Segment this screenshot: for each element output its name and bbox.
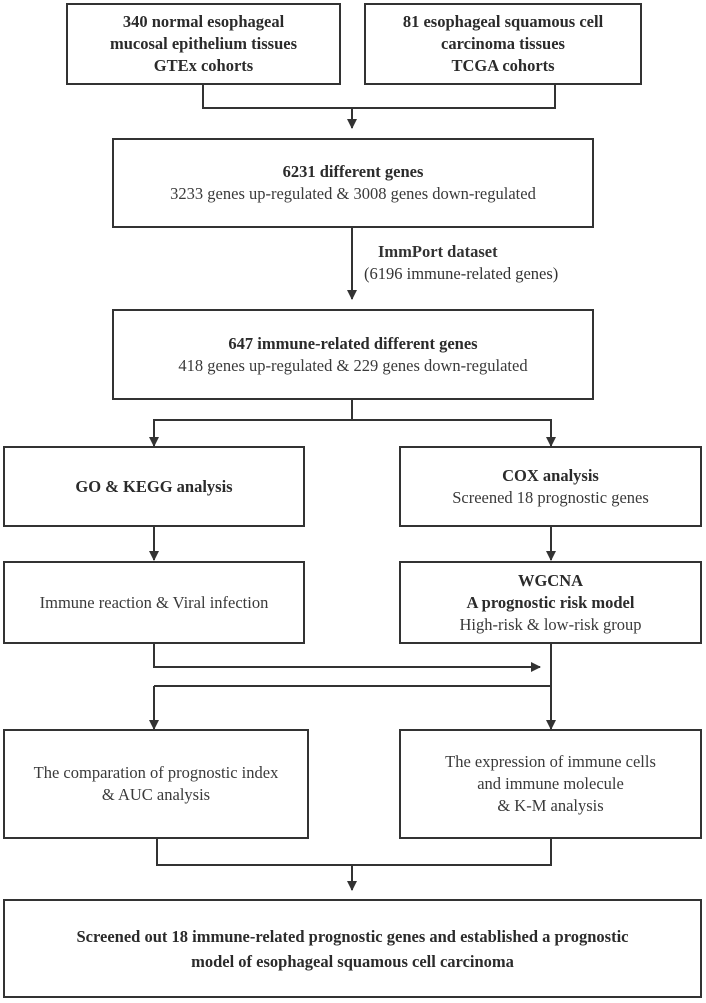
cox-analysis-box: COX analysis Screened 18 prognostic gene… (399, 446, 702, 527)
connector-immune-reaction-to-trunk (153, 644, 541, 672)
different-genes-box: 6231 different genes 3233 genes up-regul… (112, 138, 594, 228)
wgcna-detail: High-risk & low-risk group (459, 614, 642, 634)
connector-final-merge (156, 839, 552, 866)
immune-cells-line3: & K-M analysis (497, 796, 604, 815)
wgcna-box: WGCNA A prognostic risk model High-risk … (399, 561, 702, 644)
cox-title: COX analysis (502, 465, 599, 485)
immune-reaction-box: Immune reaction & Viral infection (3, 561, 305, 644)
wgcna-title2: A prognostic risk model (466, 592, 635, 612)
prognostic-index-line2: & AUC analysis (101, 785, 211, 804)
conclusion-line1: Screened out 18 immune-related prognosti… (76, 926, 629, 946)
gtex-line2: mucosal epithelium tissues (109, 34, 297, 53)
conclusion-line2: model of esophageal squamous cell carcin… (191, 951, 514, 971)
gtex-line3: GTEx cohorts (153, 56, 254, 75)
gtex-line1: 340 normal esophageal (122, 12, 285, 31)
immport-edge-label: ImmPort dataset (6196 immune-related gen… (364, 241, 558, 285)
conclusion-box: Screened out 18 immune-related prognosti… (3, 899, 702, 998)
different-genes-title: 6231 different genes (282, 162, 424, 181)
connector-gtex-merge (202, 85, 556, 109)
prognostic-index-box: The comparation of prognostic index & AU… (3, 729, 309, 839)
connector-split (153, 400, 552, 436)
tcga-line1: 81 esophageal squamous cell (402, 12, 604, 31)
immune-cells-line1: The expression of immune cells (445, 752, 656, 771)
cox-detail: Screened 18 prognostic genes (452, 487, 649, 507)
immport-detail: (6196 immune-related genes) (364, 264, 559, 283)
immune-cells-box: The expression of immune cells and immun… (399, 729, 702, 839)
immune-diff-genes-box: 647 immune-related different genes 418 g… (112, 309, 594, 400)
go-kegg-box: GO & KEGG analysis (3, 446, 305, 527)
tcga-cohort-box: 81 esophageal squamous cell carcinoma ti… (364, 3, 642, 85)
gtex-cohort-box: 340 normal esophageal mucosal epithelium… (66, 3, 341, 85)
different-genes-detail: 3233 genes up-regulated & 3008 genes dow… (170, 184, 536, 203)
tcga-line3: TCGA cohorts (451, 56, 555, 75)
immune-cells-line2: and immune molecule (477, 774, 624, 793)
wgcna-title1: WGCNA (517, 570, 584, 590)
prognostic-index-line1: The comparation of prognostic index (33, 763, 279, 782)
immune-reaction-detail: Immune reaction & Viral infection (39, 592, 269, 612)
immune-diff-genes-title: 647 immune-related different genes (228, 333, 478, 353)
tcga-line2: carcinoma tissues (441, 34, 565, 53)
go-kegg-title: GO & KEGG analysis (75, 476, 233, 496)
immport-title: ImmPort dataset (378, 242, 498, 261)
immune-diff-genes-detail: 418 genes up-regulated & 229 genes down-… (178, 355, 528, 375)
